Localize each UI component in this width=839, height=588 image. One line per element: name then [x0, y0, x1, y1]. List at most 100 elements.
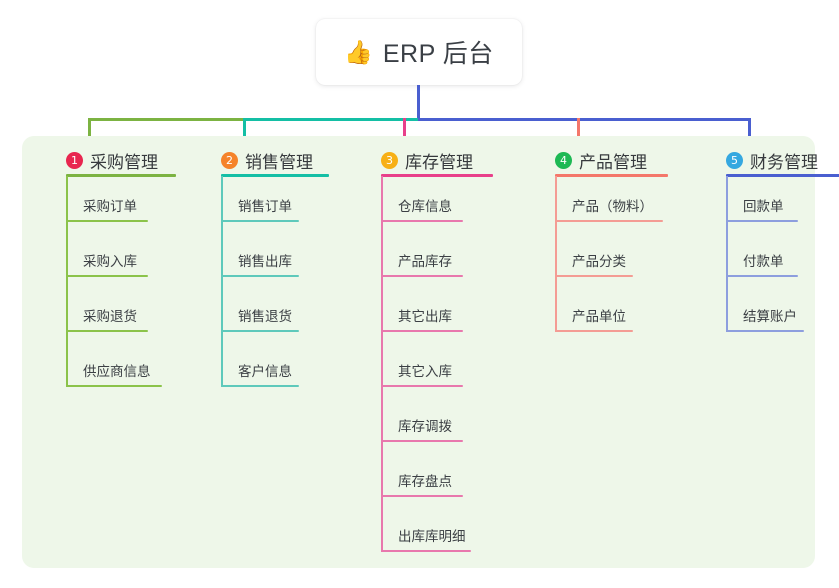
list-item-rule [381, 495, 463, 497]
root-node-label: ERP 后台 [382, 40, 494, 68]
list-item[interactable]: 库存盘点 [381, 473, 463, 497]
column-drop-line-2 [243, 118, 246, 148]
list-item-label: 回款单 [743, 199, 784, 214]
column-drop-line-1 [88, 118, 91, 148]
list-item-label: 销售订单 [238, 199, 292, 214]
list-item-label: 库存盘点 [398, 474, 452, 489]
column-badge-1: 1 [66, 152, 83, 169]
list-item[interactable]: 出库库明细 [381, 528, 471, 552]
list-item-rule [66, 385, 162, 387]
list-item-label: 销售出库 [238, 254, 292, 269]
list-item-rule [555, 275, 633, 277]
list-item[interactable]: 客户信息 [221, 363, 299, 387]
list-item[interactable]: 付款单 [726, 253, 798, 277]
list-item[interactable]: 采购入库 [66, 253, 148, 277]
list-item[interactable]: 供应商信息 [66, 363, 162, 387]
list-item-label: 产品单位 [572, 309, 626, 324]
list-item-label: 仓库信息 [398, 199, 452, 214]
column-trunk-line [555, 176, 557, 332]
list-item[interactable]: 产品库存 [381, 253, 463, 277]
list-item-label: 客户信息 [238, 364, 292, 379]
mindmap-board: 1 采购管理采购订单采购入库采购退货供应商信息 2 销售管理销售订单销售出库销售退货客… [22, 136, 839, 568]
list-item-rule [381, 220, 463, 222]
list-item[interactable]: 其它出库 [381, 308, 463, 332]
column-trunk-line [221, 176, 223, 387]
column-title-label: 采购管理 [90, 153, 158, 172]
list-item-rule [66, 330, 148, 332]
list-item[interactable]: 销售订单 [221, 198, 299, 222]
list-item[interactable]: 采购订单 [66, 198, 148, 222]
list-item-label: 供应商信息 [83, 364, 151, 379]
list-item-rule [726, 330, 804, 332]
column-header-2[interactable]: 2 销售管理 [221, 148, 313, 173]
column-rule [555, 174, 668, 177]
column-header-4[interactable]: 4 产品管理 [555, 148, 647, 173]
column-drop-line-4 [577, 118, 580, 148]
list-item-label: 采购入库 [83, 254, 137, 269]
root-node-inner: 👍 ERP 后台 [344, 34, 494, 70]
list-item-rule [726, 220, 798, 222]
root-node-card[interactable]: 👍 ERP 后台 [316, 19, 522, 85]
list-item-rule [381, 330, 463, 332]
column-trunk-line [726, 176, 728, 332]
list-item-label: 产品库存 [398, 254, 452, 269]
list-item-rule [726, 275, 798, 277]
list-item-label: 出库库明细 [398, 529, 466, 544]
column-title-label: 产品管理 [579, 153, 647, 172]
column-badge-4: 4 [555, 152, 572, 169]
column-drop-line-5 [748, 118, 751, 148]
list-item-label: 产品分类 [572, 254, 626, 269]
connector-bar-segment-2 [243, 118, 421, 121]
column-rule [726, 174, 839, 177]
thumbs-up-icon: 👍 [344, 38, 373, 65]
column-drop-line-3 [403, 118, 406, 148]
root-stem-line [417, 85, 420, 121]
list-item-rule [221, 275, 299, 277]
list-item-rule [381, 550, 471, 552]
list-item-label: 销售退货 [238, 309, 292, 324]
column-rule [66, 174, 176, 177]
list-item-label: 库存调拨 [398, 419, 452, 434]
list-item[interactable]: 产品（物料） [555, 198, 663, 222]
column-trunk-line [66, 176, 68, 387]
list-item-label: 其它入库 [398, 364, 452, 379]
list-item-rule [66, 220, 148, 222]
list-item-label: 结算账户 [743, 309, 797, 324]
list-item[interactable]: 库存调拨 [381, 418, 463, 442]
list-item[interactable]: 仓库信息 [381, 198, 463, 222]
list-item-rule [381, 275, 463, 277]
column-title-label: 库存管理 [405, 153, 473, 172]
column-badge-3: 3 [381, 152, 398, 169]
list-item[interactable]: 回款单 [726, 198, 798, 222]
list-item-rule [555, 220, 663, 222]
list-item-rule [381, 440, 463, 442]
list-item-label: 采购退货 [83, 309, 137, 324]
column-badge-2: 2 [221, 152, 238, 169]
list-item[interactable]: 销售退货 [221, 308, 299, 332]
list-item-label: 产品（物料） [572, 199, 653, 214]
column-trunk-line [381, 176, 383, 552]
connector-bar-segment-3 [418, 118, 751, 121]
column-rule [381, 174, 493, 177]
column-title-label: 销售管理 [245, 153, 313, 172]
list-item[interactable]: 产品分类 [555, 253, 633, 277]
list-item-rule [381, 385, 463, 387]
list-item[interactable]: 产品单位 [555, 308, 633, 332]
column-title-label: 财务管理 [750, 153, 818, 172]
list-item[interactable]: 结算账户 [726, 308, 804, 332]
column-header-1[interactable]: 1 采购管理 [66, 148, 158, 173]
list-item[interactable]: 其它入库 [381, 363, 463, 387]
list-item-rule [221, 385, 299, 387]
list-item-rule [555, 330, 633, 332]
list-item-rule [221, 220, 299, 222]
list-item-label: 其它出库 [398, 309, 452, 324]
list-item-rule [66, 275, 148, 277]
list-item[interactable]: 销售出库 [221, 253, 299, 277]
list-item-label: 付款单 [743, 254, 784, 269]
list-item[interactable]: 采购退货 [66, 308, 148, 332]
column-rule [221, 174, 329, 177]
connector-bar-segment-1 [88, 118, 246, 121]
column-header-3[interactable]: 3 库存管理 [381, 148, 473, 173]
list-item-rule [221, 330, 299, 332]
